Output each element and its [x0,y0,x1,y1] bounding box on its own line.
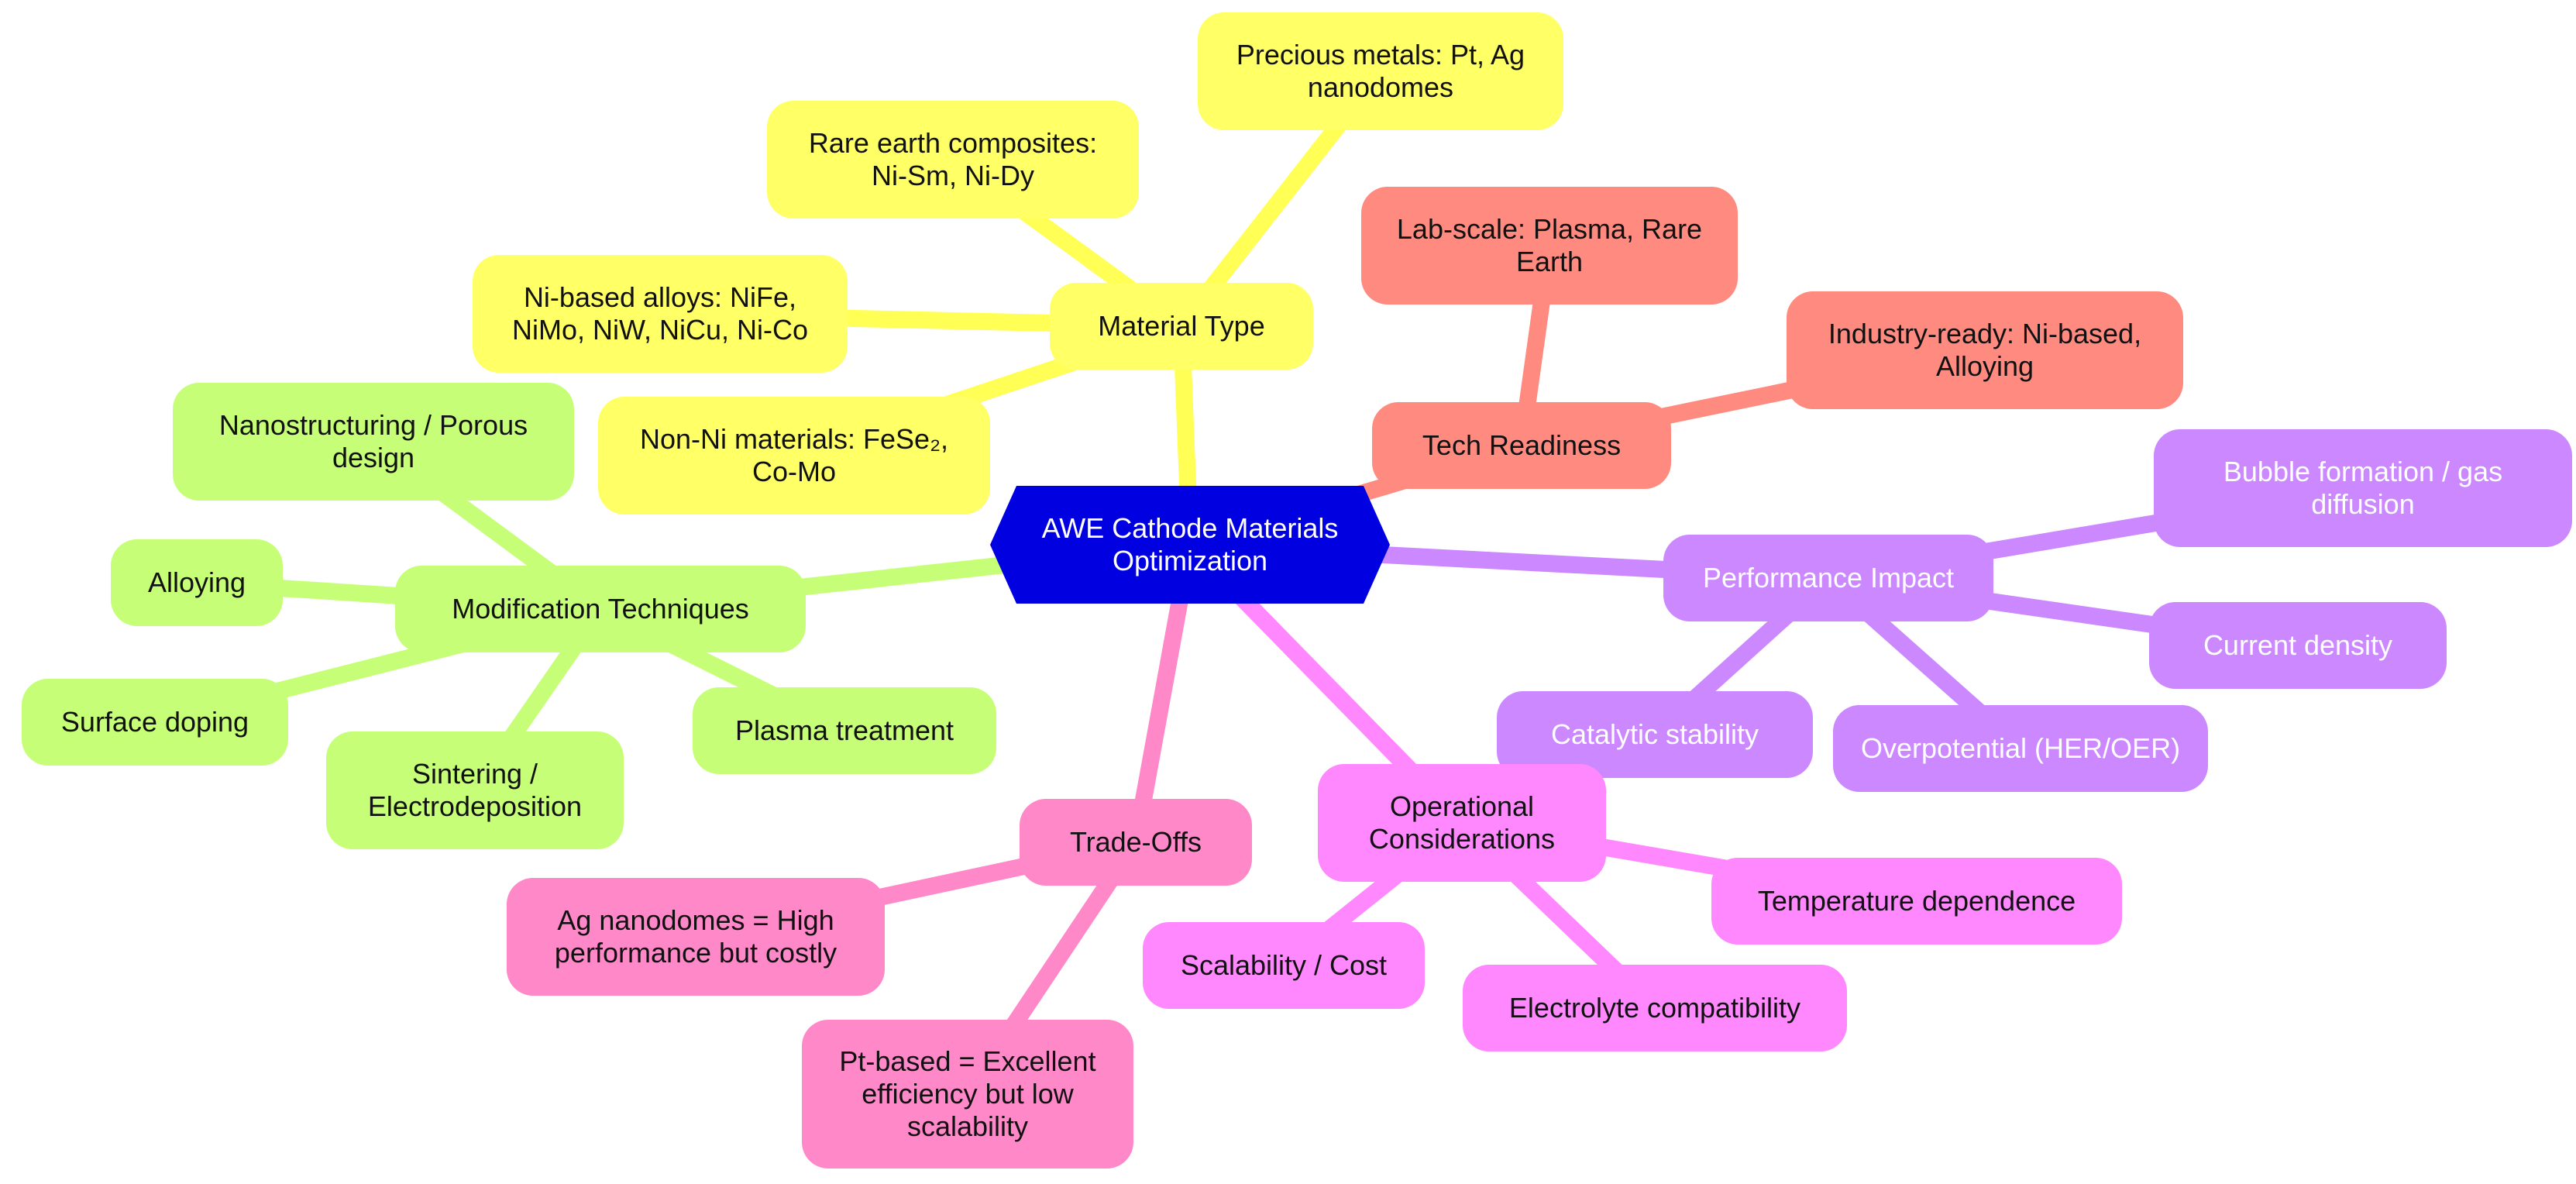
performance-bubble-label: Bubble formation / gas [2223,456,2502,487]
tech-lab-scale-box [1361,187,1738,305]
material-rare-earth-label: Rare earth composites: [809,127,1097,159]
center-node-label: AWE Cathode Materials [1042,512,1339,544]
operational-electrolyte-box [1463,965,1847,1051]
operational-node-label: Considerations [1369,823,1555,855]
tech-industry-ready-label: Industry-ready: Ni-based, [1828,318,2141,349]
modification-plasma-box [693,687,996,774]
material-non-ni-box [598,397,990,515]
operational-scalability-label: Scalability / Cost [1181,949,1387,981]
modification-alloying: Alloying [111,539,283,626]
modification-alloying-box [111,539,283,626]
tradeoffs-pt-based-box [802,1020,1133,1169]
material-ni-alloys-label: Ni-based alloys: NiFe, [524,281,796,313]
modification-sintering-label: Electrodeposition [368,790,582,822]
modification-surface-doping-box [22,679,288,766]
tech-readiness-node: Tech Readiness [1372,402,1671,489]
modification-surface-doping: Surface doping [22,679,288,766]
modification-surface-doping-label: Surface doping [61,706,249,738]
modification-sintering-label: Sintering / [412,758,538,790]
material-precious-metals-label: Precious metals: Pt, Ag [1236,39,1525,71]
tradeoffs-node-box [1020,799,1252,886]
modification-nanostructuring-label: design [332,442,414,473]
material-non-ni: Non-Ni materials: FeSe₂,Co-Mo [598,397,990,515]
performance-overpotential: Overpotential (HER/OER) [1833,705,2208,792]
operational-electrolyte-label: Electrolyte compatibility [1509,992,1800,1024]
performance-bubble-label: diffusion [2311,488,2414,520]
tech-industry-ready-box [1787,291,2183,409]
material-non-ni-label: Co-Mo [752,456,836,487]
modification-node-label: Modification Techniques [452,593,749,625]
nodes: Material Type Precious metals: Pt, Agnano… [22,12,2572,1169]
tradeoffs-pt-based-label: Pt-based = Excellent [839,1045,1095,1077]
modification-node-box [395,566,806,652]
operational-temperature-label: Temperature dependence [1758,885,2076,917]
operational-node-label: Operational [1390,790,1534,822]
tech-industry-ready: Industry-ready: Ni-based,Alloying [1787,291,2183,409]
center-node-label: Optimization [1113,545,1267,577]
modification-nanostructuring-label: Nanostructuring / Porous [219,409,528,441]
performance-overpotential-label: Overpotential (HER/OER) [1861,732,2180,764]
performance-impact-node-label: Performance Impact [1703,562,1954,594]
performance-current-density-label: Current density [2203,629,2392,661]
material-ni-alloys-label: NiMo, NiW, NiCu, Ni-Co [512,314,808,346]
material-ni-alloys: Ni-based alloys: NiFe,NiMo, NiW, NiCu, N… [473,255,848,373]
operational-temperature: Temperature dependence [1711,858,2122,945]
tech-industry-ready-label: Alloying [1936,350,2034,382]
material-type-node: Material Type [1050,283,1313,370]
operational-scalability-box [1143,922,1425,1009]
tradeoffs-ag-nanodomes-label: performance but costly [555,937,837,969]
material-ni-alloys-box [473,255,848,373]
tradeoffs-ag-nanodomes-box [507,878,885,996]
modification-node: Modification Techniques [395,566,806,652]
tradeoffs-node: Trade-Offs [1020,799,1252,886]
material-type-node-label: Material Type [1098,310,1264,342]
tradeoffs-node-label: Trade-Offs [1070,826,1202,858]
tech-readiness-node-label: Tech Readiness [1422,429,1621,461]
operational-temperature-box [1711,858,2122,945]
modification-plasma-label: Plasma treatment [735,714,954,746]
performance-current-density-box [2149,602,2447,689]
operational-node-box [1318,764,1606,882]
performance-overpotential-box [1833,705,2208,792]
material-type-node-box [1050,283,1313,370]
performance-impact-node: Performance Impact [1663,535,1993,621]
performance-impact-node-box [1663,535,1993,621]
operational-electrolyte: Electrolyte compatibility [1463,965,1847,1051]
tradeoffs-pt-based-label: efficiency but low [862,1078,1074,1110]
tech-lab-scale-label: Lab-scale: Plasma, Rare [1397,213,1702,245]
modification-plasma: Plasma treatment [693,687,996,774]
modification-alloying-label: Alloying [148,566,246,598]
center-hexagon [990,486,1390,604]
tradeoffs-pt-based-label: scalability [907,1110,1028,1142]
modification-sintering: Sintering /Electrodeposition [326,731,624,849]
modification-sintering-box [326,731,624,849]
material-rare-earth: Rare earth composites:Ni-Sm, Ni-Dy [767,101,1139,219]
performance-catalytic-stability: Catalytic stability [1497,691,1813,778]
modification-nanostructuring-box [173,383,574,501]
performance-catalytic-stability-box [1497,691,1813,778]
material-rare-earth-box [767,101,1139,219]
performance-bubble-box [2154,429,2572,547]
material-precious-metals-label: nanodomes [1308,71,1453,103]
performance-catalytic-stability-label: Catalytic stability [1551,718,1759,750]
material-precious-metals-box [1198,12,1563,130]
tech-lab-scale-label: Earth [1516,246,1583,277]
material-non-ni-label: Non-Ni materials: FeSe₂, [640,423,948,455]
material-rare-earth-label: Ni-Sm, Ni-Dy [872,160,1034,191]
tradeoffs-ag-nanodomes-label: Ag nanodomes = High [557,904,834,936]
operational-scalability: Scalability / Cost [1143,922,1425,1009]
tech-readiness-node-box [1372,402,1671,489]
performance-current-density: Current density [2149,602,2447,689]
